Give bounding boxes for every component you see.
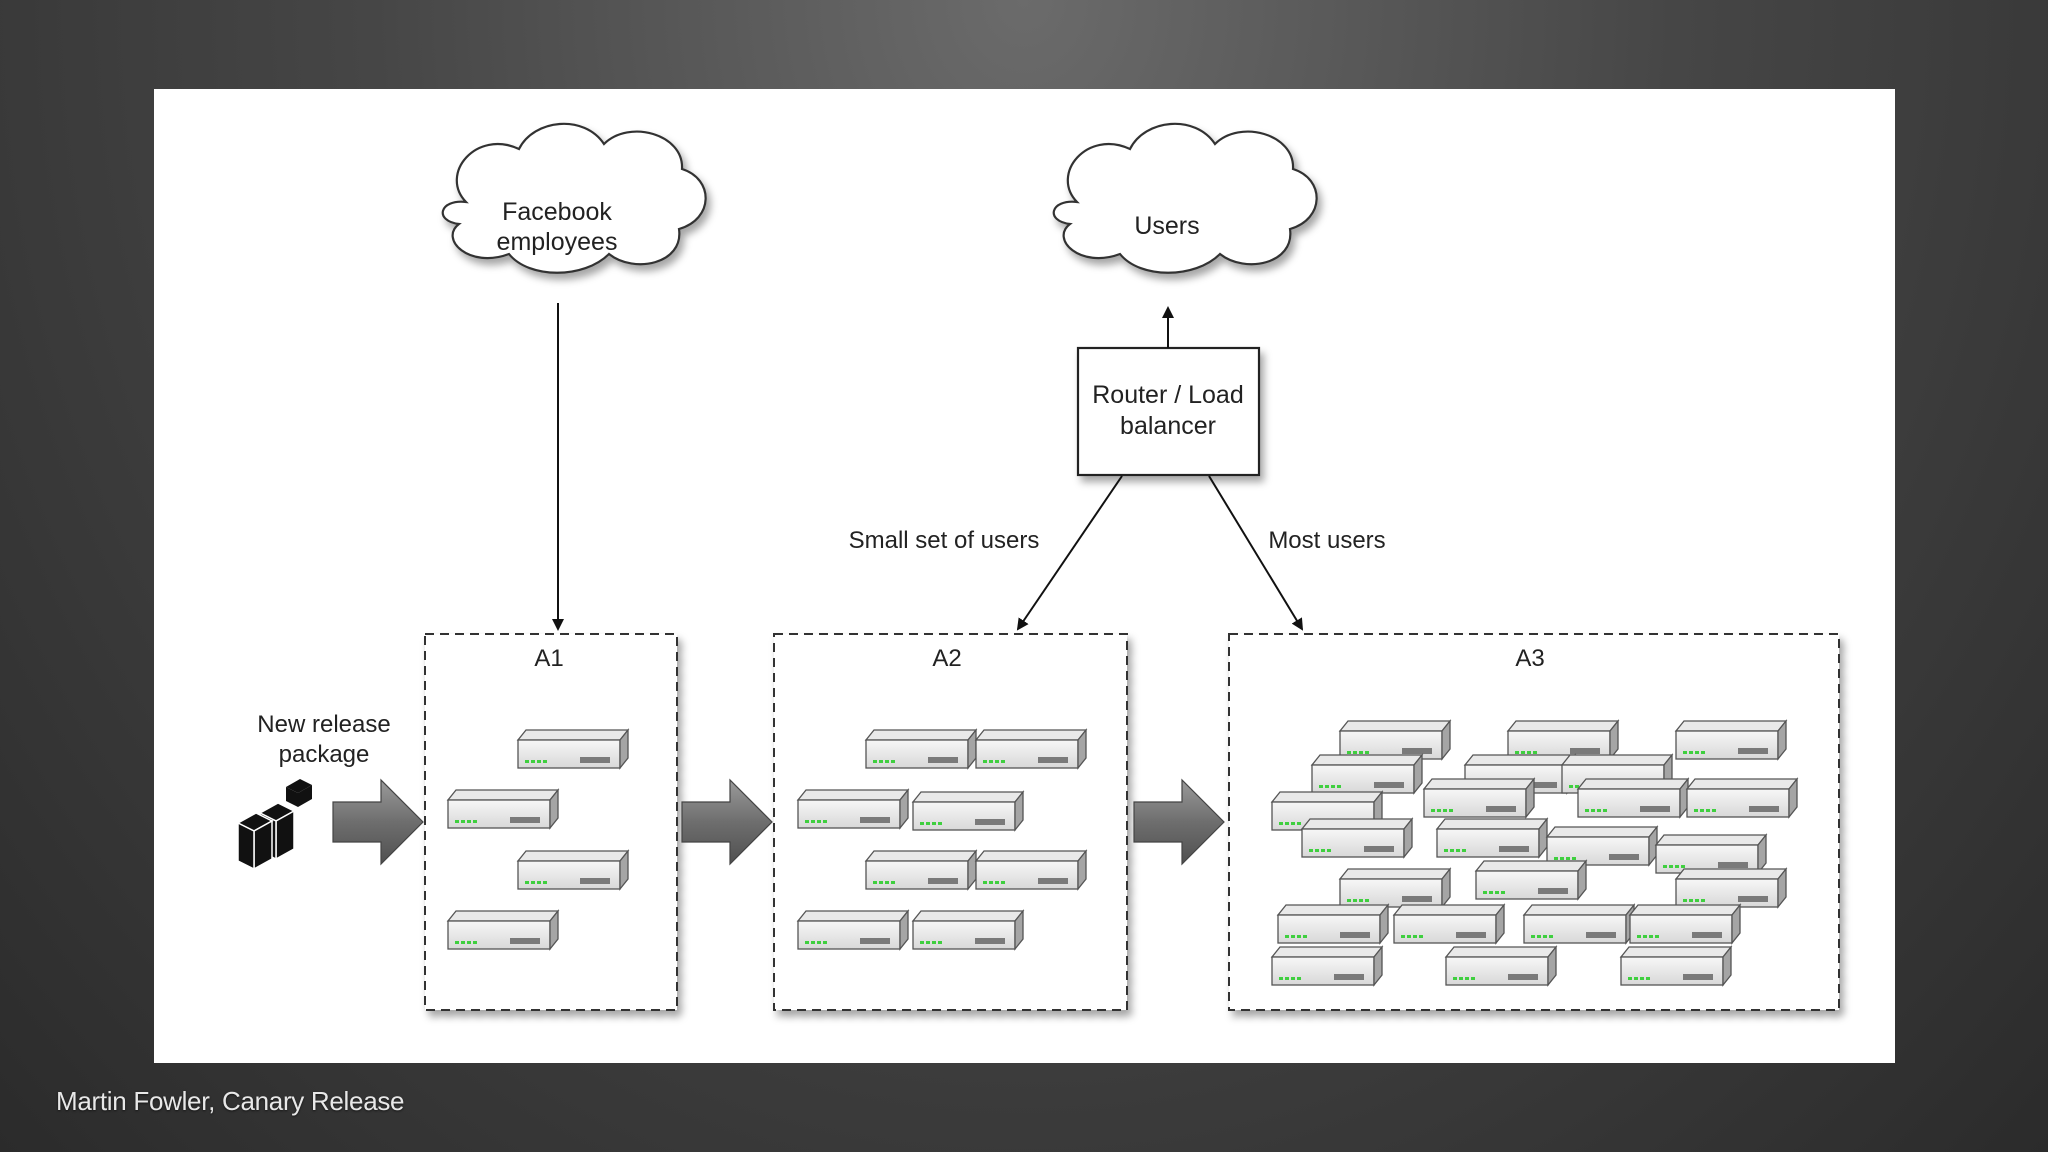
server-icon <box>912 910 1024 950</box>
release-label-line2: package <box>279 741 370 768</box>
cluster-a2-label: A2 <box>932 645 961 672</box>
package-icon <box>236 779 312 871</box>
flow-arrow-a2-to-a3 <box>1133 779 1225 865</box>
cloud-users <box>1052 122 1318 274</box>
router-label-line2: balancer <box>1120 412 1216 440</box>
server-icon <box>1577 778 1689 818</box>
release-label-line1: New release <box>257 711 390 738</box>
cloud-facebook-employees <box>441 122 707 274</box>
edge-router-to-a2 <box>1016 475 1123 631</box>
server-icon <box>1655 834 1767 874</box>
server-icon <box>1311 754 1423 794</box>
slide-canvas: Facebook employees Users Router / Load b… <box>154 89 1895 1063</box>
server-icon <box>1393 904 1505 944</box>
server-icon <box>447 789 559 829</box>
server-icon <box>1271 946 1383 986</box>
server-icon <box>1301 818 1413 858</box>
server-icon <box>1675 868 1787 908</box>
cluster-a1-label: A1 <box>534 645 563 672</box>
server-icon <box>912 791 1024 831</box>
server-icon <box>1523 904 1635 944</box>
server-icon <box>1339 720 1451 760</box>
server-icon <box>1436 818 1548 858</box>
edge-label-most-users: Most users <box>1268 527 1385 554</box>
server-icon <box>865 850 977 890</box>
router-load-balancer-box <box>1076 346 1261 477</box>
slide-caption: Martin Fowler, Canary Release <box>56 1086 405 1116</box>
server-icon <box>1475 860 1587 900</box>
flow-arrow-a1-to-a2 <box>681 779 773 865</box>
flow-arrow-into-a1 <box>332 779 424 865</box>
server-icon <box>975 850 1087 890</box>
server-icon <box>1423 778 1535 818</box>
server-icon <box>1629 904 1741 944</box>
cloud-facebook-label-line2: employees <box>497 228 618 256</box>
server-icon <box>447 910 559 950</box>
cloud-facebook-label-line1: Facebook <box>502 198 612 226</box>
server-icon <box>1277 904 1389 944</box>
server-icon <box>1507 720 1619 760</box>
server-icon <box>517 729 629 769</box>
canary-release-diagram: Facebook employees Users Router / Load b… <box>236 122 1840 1011</box>
edge-label-small-set: Small set of users <box>849 527 1040 554</box>
cluster-a3-label: A3 <box>1515 645 1544 672</box>
cloud-users-label: Users <box>1134 212 1199 240</box>
edge-router-to-a3 <box>1208 475 1304 631</box>
server-icon <box>1675 720 1787 760</box>
server-icon <box>1445 946 1557 986</box>
server-icon <box>1620 946 1732 986</box>
server-icon <box>1686 778 1798 818</box>
server-icon <box>517 850 629 890</box>
server-icon <box>1339 868 1451 908</box>
server-icon <box>865 729 977 769</box>
server-icon <box>797 910 909 950</box>
server-icon <box>975 729 1087 769</box>
server-icon <box>797 789 909 829</box>
router-label-line1: Router / Load <box>1092 381 1244 409</box>
server-icon <box>1546 826 1658 866</box>
